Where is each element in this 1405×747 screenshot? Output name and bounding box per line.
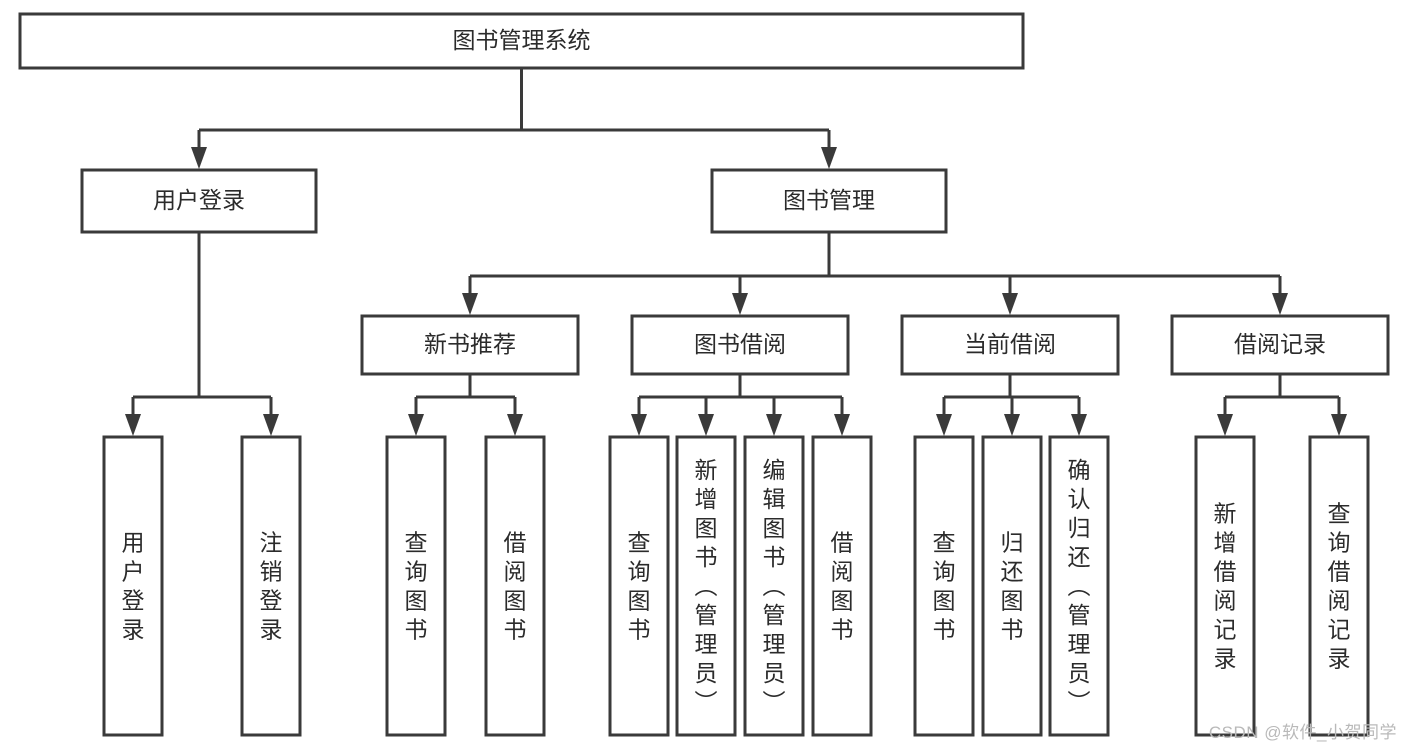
watermark-label: CSDN @软件_小贺同学 <box>1208 723 1397 742</box>
node-book-manage[interactable]: 图书管理 <box>710 168 948 234</box>
arrow-head-icon <box>1002 293 1018 315</box>
arrow-head-icon <box>263 414 279 436</box>
node-label: 图书借阅 <box>694 331 786 357</box>
node-box[interactable] <box>1308 435 1370 737</box>
arrow-head-icon <box>1217 414 1233 436</box>
node-label: 用户登录 <box>122 530 145 643</box>
node-label: 查询图书 <box>933 530 956 643</box>
node-leaf-query-book-2[interactable]: 查询图书 <box>608 435 670 737</box>
node-box[interactable] <box>1170 314 1390 376</box>
arrow-head-icon <box>766 414 782 436</box>
node-label: 归还图书 <box>1001 530 1024 643</box>
connector-group <box>936 374 1087 436</box>
node-label: 借阅记录 <box>1234 331 1326 357</box>
node-box[interactable] <box>811 435 873 737</box>
node-leaf-logout[interactable]: 注销登录 <box>240 435 302 737</box>
connector-group <box>125 232 279 436</box>
node-box[interactable] <box>18 12 1025 70</box>
node-box[interactable] <box>1194 435 1256 737</box>
node-box[interactable] <box>484 435 546 737</box>
node-box[interactable] <box>240 435 302 737</box>
node-box[interactable] <box>710 168 948 234</box>
arrow-head-icon <box>191 147 207 169</box>
node-leaf-add-borrow-record[interactable]: 新增借阅记录 <box>1194 435 1256 737</box>
node-label: 图书管理 <box>783 187 875 213</box>
connector-layer <box>125 68 1347 436</box>
node-box[interactable] <box>913 435 975 737</box>
arrow-head-icon <box>821 147 837 169</box>
arrow-head-icon <box>698 414 714 436</box>
node-leaf-borrow-book-1[interactable]: 借阅图书 <box>484 435 546 737</box>
node-label: 借阅图书 <box>831 530 854 643</box>
arrow-head-icon <box>1272 293 1288 315</box>
node-box[interactable] <box>80 168 318 234</box>
node-leaf-query-book-3[interactable]: 查询图书 <box>913 435 975 737</box>
connector-group <box>462 232 1288 315</box>
node-label: 注销登录 <box>260 530 283 643</box>
node-leaf-query-borrow-record[interactable]: 查询借阅记录 <box>1308 435 1370 737</box>
node-box[interactable] <box>102 435 164 737</box>
arrow-head-icon <box>732 293 748 315</box>
node-label: 查询借阅记录 <box>1328 501 1351 672</box>
node-box[interactable] <box>900 314 1120 376</box>
node-leaf-add-book-admin[interactable]: 新增图书︵管理员︶ <box>675 435 737 737</box>
arrow-head-icon <box>1331 414 1347 436</box>
node-borrow-record[interactable]: 借阅记录 <box>1170 314 1390 376</box>
node-box[interactable] <box>1048 435 1110 737</box>
node-leaf-edit-book-admin[interactable]: 编辑图书︵管理员︶ <box>743 435 805 737</box>
arrow-head-icon <box>408 414 424 436</box>
node-new-book-recommend[interactable]: 新书推荐 <box>360 314 580 376</box>
node-label: 确认归还︵管理员︶ <box>1068 457 1091 715</box>
connector-group <box>191 68 837 169</box>
node-label: 图书管理系统 <box>453 27 591 53</box>
node-box[interactable] <box>981 435 1043 737</box>
arrow-head-icon <box>1071 414 1087 436</box>
node-box[interactable] <box>360 314 580 376</box>
node-label: 借阅图书 <box>504 530 527 643</box>
connector-group <box>1217 374 1347 436</box>
arrow-head-icon <box>936 414 952 436</box>
node-leaf-query-book-1[interactable]: 查询图书 <box>385 435 447 737</box>
node-label: 新增借阅记录 <box>1214 501 1237 672</box>
node-leaf-user-login[interactable]: 用户登录 <box>102 435 164 737</box>
node-label: 用户登录 <box>153 187 245 213</box>
arrow-head-icon <box>507 414 523 436</box>
node-label: 查询图书 <box>405 530 428 643</box>
arrow-head-icon <box>125 414 141 436</box>
node-box[interactable] <box>385 435 447 737</box>
arrow-head-icon <box>631 414 647 436</box>
node-book-borrow[interactable]: 图书借阅 <box>630 314 850 376</box>
arrow-head-icon <box>462 293 478 315</box>
node-root[interactable]: 图书管理系统 <box>18 12 1025 70</box>
node-label: 编辑图书︵管理员︶ <box>763 457 786 715</box>
node-box[interactable] <box>675 435 737 737</box>
node-leaf-return-book[interactable]: 归还图书 <box>981 435 1043 737</box>
node-leaf-borrow-book-2[interactable]: 借阅图书 <box>811 435 873 737</box>
node-label: 新增图书︵管理员︶ <box>695 457 718 715</box>
connector-group <box>408 374 523 436</box>
arrow-head-icon <box>1004 414 1020 436</box>
connector-group <box>631 374 850 436</box>
node-label: 新书推荐 <box>424 331 516 357</box>
node-box[interactable] <box>608 435 670 737</box>
node-leaf-confirm-return-admin[interactable]: 确认归还︵管理员︶ <box>1048 435 1110 737</box>
node-current-borrow[interactable]: 当前借阅 <box>900 314 1120 376</box>
node-box[interactable] <box>743 435 805 737</box>
node-layer: 图书管理系统用户登录图书管理新书推荐图书借阅当前借阅借阅记录用户登录注销登录查询… <box>18 12 1390 737</box>
arrow-head-icon <box>834 414 850 436</box>
node-label: 当前借阅 <box>964 331 1056 357</box>
node-box[interactable] <box>630 314 850 376</box>
node-user-login[interactable]: 用户登录 <box>80 168 318 234</box>
node-label: 查询图书 <box>628 530 651 643</box>
